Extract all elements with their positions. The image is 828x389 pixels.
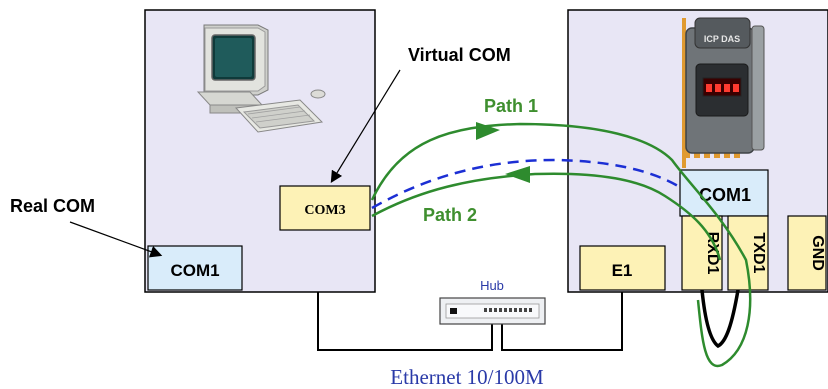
computer-icon: [196, 24, 326, 133]
virtual-com-label: Virtual COM: [408, 45, 511, 65]
device-com1-box: [679, 169, 769, 217]
ethernet-cable-pc: [317, 292, 493, 351]
virtual-link-dashed: [371, 158, 679, 210]
ethernet-cable-device: [501, 292, 623, 351]
e1-label: E1: [612, 261, 633, 280]
icp-das-module-icon: ICP DAS: [682, 17, 765, 168]
brand-logo: ICP DAS: [704, 34, 740, 44]
txd1-label: TXD1: [750, 233, 767, 274]
hub-icon: [439, 297, 546, 325]
gnd-label: GND: [809, 235, 826, 271]
real-com-label: Real COM: [10, 196, 95, 216]
path2-arrow: [505, 166, 530, 183]
hub-label: Hub: [480, 278, 504, 293]
path1-line: [370, 122, 752, 368]
com3-box: [279, 185, 371, 231]
pc-com1-label: COM1: [170, 261, 219, 280]
real-com-arrow: [69, 221, 163, 258]
rxd1-label: RXD1: [704, 232, 721, 275]
path1-label: Path 1: [484, 96, 538, 116]
path2-label: Path 2: [423, 205, 477, 225]
gnd-box: [787, 215, 827, 291]
path1-arrow: [476, 122, 500, 140]
device-com1-label: COM1: [699, 185, 751, 205]
pc-com1-box: [147, 245, 243, 291]
ethernet-label: Ethernet 10/100M: [390, 365, 544, 389]
e1-box: [579, 245, 666, 291]
loopback-wire: [700, 289, 740, 349]
path2-line: [371, 172, 722, 261]
virtual-com-arrow: [330, 69, 401, 184]
com3-label: COM3: [304, 203, 345, 218]
